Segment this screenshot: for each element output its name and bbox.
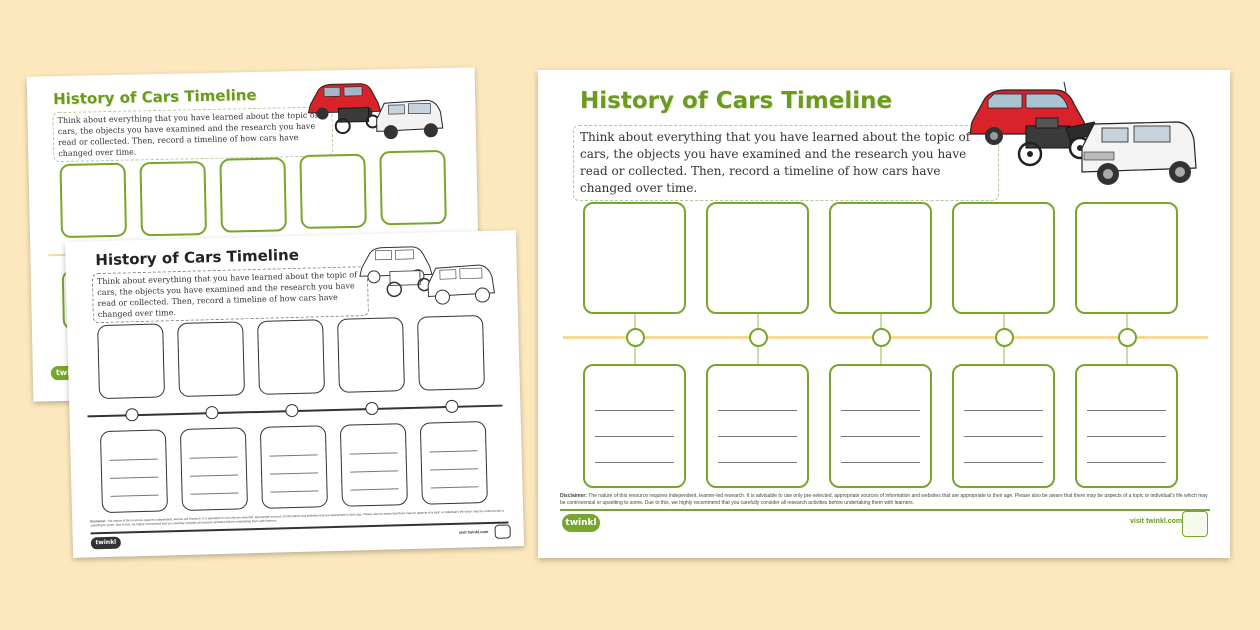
timeline-picture-box-4[interactable] — [337, 317, 405, 393]
vintage-car-icon — [386, 270, 431, 298]
visit-link[interactable]: visit twinkl.com — [1130, 518, 1183, 525]
timeline-node-1 — [125, 408, 139, 422]
timeline-picture-box-1[interactable] — [59, 162, 128, 239]
timeline-node-1 — [626, 328, 645, 347]
timeline-node-5 — [445, 399, 459, 414]
timeline-writing-box-2[interactable] — [706, 364, 809, 488]
disclaimer: Disclaimer: The nature of this resource … — [560, 493, 1208, 506]
footer-divider — [560, 509, 1210, 511]
worksheet-preview-colour-back: History of Cars Timeline Think about eve… — [26, 67, 482, 402]
vintage-car-icon — [334, 107, 380, 135]
timeline-picture-box-1[interactable] — [97, 323, 166, 400]
timeline-picture-box-3[interactable] — [829, 202, 932, 314]
timeline-node-3 — [285, 403, 299, 418]
white-suv-icon — [376, 99, 444, 140]
intro-text: Think about everything that you have lea… — [52, 106, 334, 163]
cars-illustration — [307, 83, 444, 140]
timeline-node-2 — [749, 328, 768, 347]
red-car-icon — [307, 83, 382, 120]
timeline-picture-box-5[interactable] — [379, 149, 447, 226]
timeline-picture-box-2[interactable] — [139, 161, 207, 237]
twinkl-logo: twinkl — [562, 514, 600, 532]
white-suv-icon — [1081, 121, 1197, 185]
timeline-node-4 — [995, 328, 1014, 347]
timeline-writing-box-5[interactable] — [419, 421, 488, 505]
timeline-node-5 — [1118, 328, 1137, 347]
timeline-writing-box-4[interactable] — [952, 364, 1055, 488]
intro-text: Think about everything that you have lea… — [573, 125, 999, 201]
timeline-picture-box-3[interactable] — [257, 319, 325, 395]
worksheet-preview-colour-main: History of Cars Timeline Think about eve… — [538, 70, 1230, 558]
cars-illustration — [359, 246, 495, 305]
red-car-icon — [359, 246, 433, 284]
quality-badge-icon — [1182, 511, 1208, 537]
timeline-picture-box-3[interactable] — [219, 157, 287, 233]
cars-illustration — [969, 81, 1197, 185]
timeline-writing-box-3[interactable] — [829, 364, 932, 488]
timeline-picture-box-4[interactable] — [952, 202, 1055, 314]
timeline-picture-box-1[interactable] — [583, 202, 686, 314]
timeline-node-4 — [365, 401, 379, 416]
timeline-node-2 — [205, 405, 219, 420]
page-title: History of Cars Timeline — [580, 88, 893, 114]
timeline-picture-box-2[interactable] — [177, 321, 246, 398]
timeline-picture-box-5[interactable] — [1075, 202, 1178, 314]
twinkl-logo: twinkl — [90, 536, 121, 550]
timeline-picture-box-2[interactable] — [706, 202, 809, 314]
timeline-picture-box-4[interactable] — [299, 153, 367, 230]
page-title: History of Cars Timeline — [95, 245, 300, 270]
timeline-picture-box-5[interactable] — [417, 315, 485, 391]
white-suv-icon — [427, 264, 495, 305]
visit-link[interactable]: visit twinkl.com — [458, 528, 489, 535]
timeline-writing-box-3[interactable] — [259, 425, 328, 509]
quality-badge-icon — [494, 524, 511, 539]
timeline-writing-box-2[interactable] — [179, 427, 249, 511]
timeline-node-3 — [872, 328, 891, 347]
page-title: History of Cars Timeline — [52, 85, 257, 109]
timeline-writing-box-5[interactable] — [1075, 364, 1178, 488]
intro-text: Think about everything that you have lea… — [91, 266, 369, 324]
timeline-writing-box-4[interactable] — [339, 423, 408, 507]
worksheet-preview-black-and-white: History of Cars Timeline Think about eve… — [64, 230, 525, 558]
timeline-writing-box-1[interactable] — [583, 364, 686, 488]
timeline-writing-box-1[interactable] — [99, 429, 169, 514]
